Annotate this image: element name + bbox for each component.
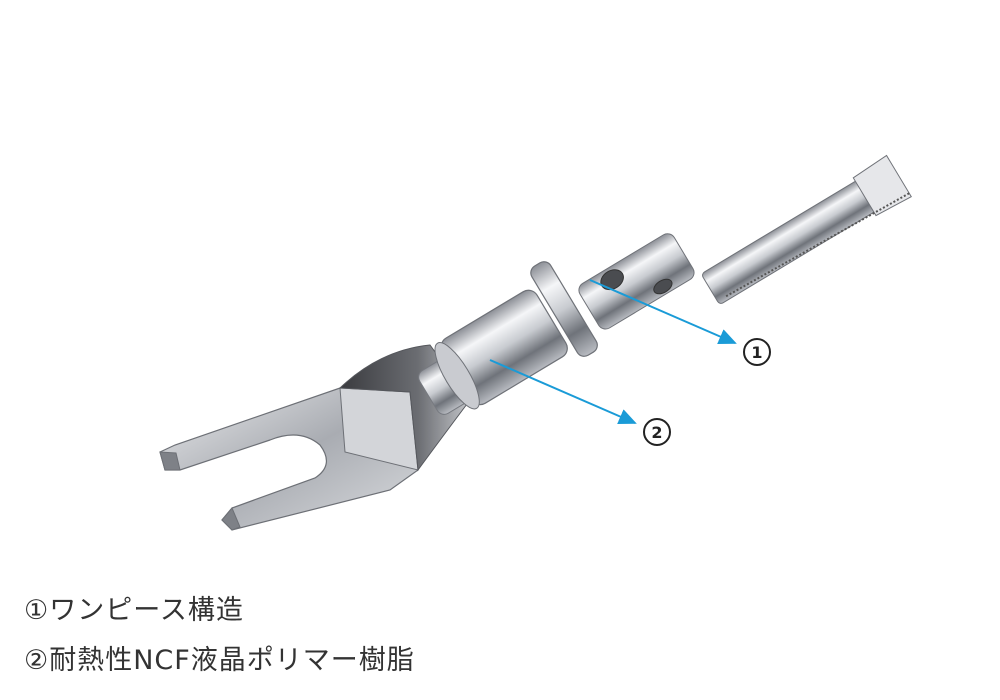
main-barrel [434,289,568,410]
callout-2-label: 2 [651,423,662,442]
spade-fork [159,387,419,531]
callout-1-arrow [589,279,737,344]
flange-ring [530,261,598,357]
caption-heat-resistant-lcp-resin: ②耐熱性NCF液晶ポリマー樹脂 [24,645,415,676]
caption-one-piece-structure: ①ワンピース構造 [24,595,244,626]
callout-1-marker [743,338,771,366]
pin-rod [702,154,912,304]
callout-1-label: 1 [751,343,762,362]
callout-2: 2 [489,359,671,446]
callout-2-marker [643,418,671,446]
callout-2-arrow [489,359,637,424]
callout-1: 1 [589,279,771,366]
